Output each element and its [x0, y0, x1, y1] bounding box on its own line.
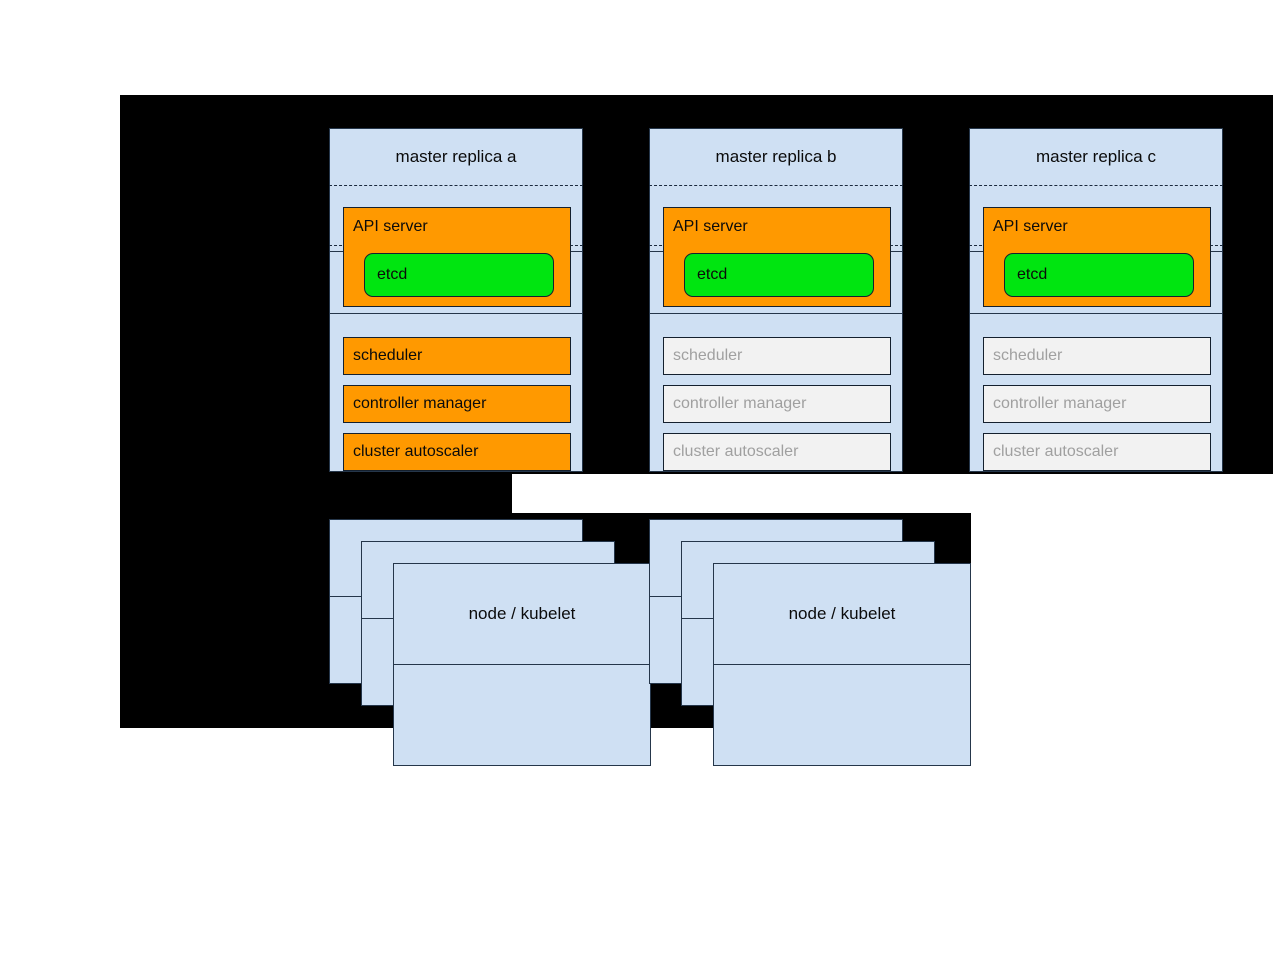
master-c-cluster-autoscaler[interactable]: cluster autoscaler [983, 433, 1211, 471]
master-b-divider-top [649, 185, 903, 186]
node-stack-1-label: node / kubelet [468, 604, 576, 623]
master-replica-c-card[interactable]: master replica c API server etcd schedul… [969, 128, 1223, 472]
node-stack-2-label: node / kubelet [788, 604, 896, 623]
master-replica-b-card[interactable]: master replica b API server etcd schedul… [649, 128, 903, 472]
master-a-etcd[interactable]: etcd [364, 253, 554, 297]
master-b-solid-line-2 [649, 313, 903, 314]
master-replica-b-title: master replica b [715, 147, 837, 166]
master-b-cluster-autoscaler[interactable]: cluster autoscaler [663, 433, 891, 471]
node-stack-2-front-line [713, 664, 971, 665]
master-c-controller-manager[interactable]: controller manager [983, 385, 1211, 423]
master-a-divider-top [329, 185, 583, 186]
node-stack-1-front-line [393, 664, 651, 665]
master-replica-c-title: master replica c [1036, 147, 1156, 166]
master-c-solid-line-2 [969, 313, 1223, 314]
master-a-solid-line-2 [329, 313, 583, 314]
master-replica-a-card[interactable]: master replica a API server etcd schedul… [329, 128, 583, 472]
master-a-cluster-autoscaler[interactable]: cluster autoscaler [343, 433, 571, 471]
master-c-etcd[interactable]: etcd [1004, 253, 1194, 297]
master-b-etcd[interactable]: etcd [684, 253, 874, 297]
master-a-controller-manager[interactable]: controller manager [343, 385, 571, 423]
node-stack-1-front-card[interactable]: node / kubelet [393, 563, 651, 766]
master-c-divider-top [969, 185, 1223, 186]
master-a-scheduler[interactable]: scheduler [343, 337, 571, 375]
master-replica-a-title: master replica a [395, 147, 517, 166]
master-c-scheduler[interactable]: scheduler [983, 337, 1211, 375]
master-b-scheduler[interactable]: scheduler [663, 337, 891, 375]
node-stack-2-front-card[interactable]: node / kubelet [713, 563, 971, 766]
master-b-controller-manager[interactable]: controller manager [663, 385, 891, 423]
